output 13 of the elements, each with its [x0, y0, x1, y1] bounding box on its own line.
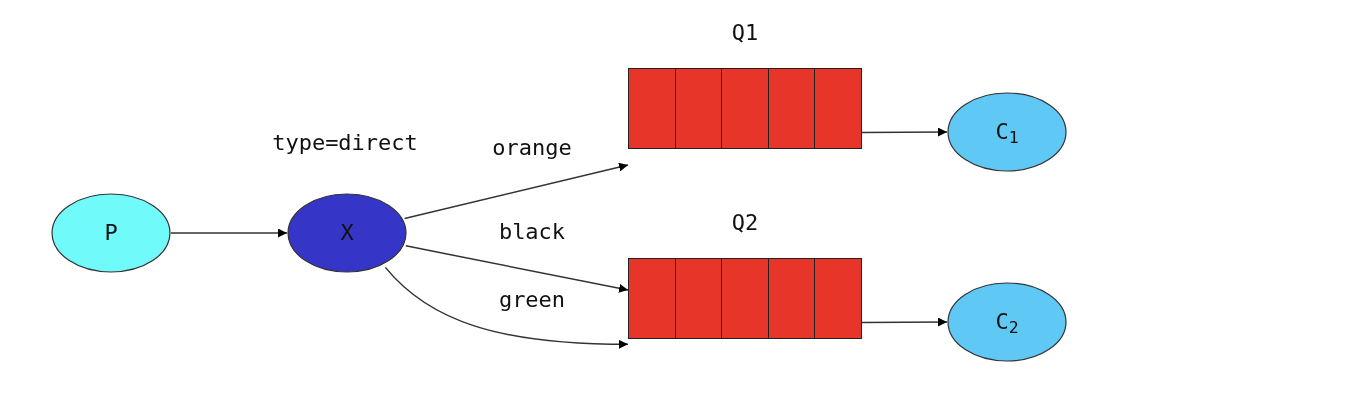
node-label: C$_{2}$ [995, 311, 1019, 333]
queue-label: Q2 [731, 212, 759, 237]
node-label: C$_{1}$ [995, 121, 1019, 143]
arrow [384, 266, 629, 349]
arrow [403, 162, 629, 220]
arrow [405, 245, 629, 293]
arrow [861, 317, 948, 327]
node-caption: type=direct [272, 132, 418, 154]
node-label: X [340, 222, 354, 244]
arrow [861, 127, 948, 137]
queue-label: Q1 [731, 22, 759, 47]
node-label: P [104, 222, 118, 244]
arrow [170, 228, 288, 238]
